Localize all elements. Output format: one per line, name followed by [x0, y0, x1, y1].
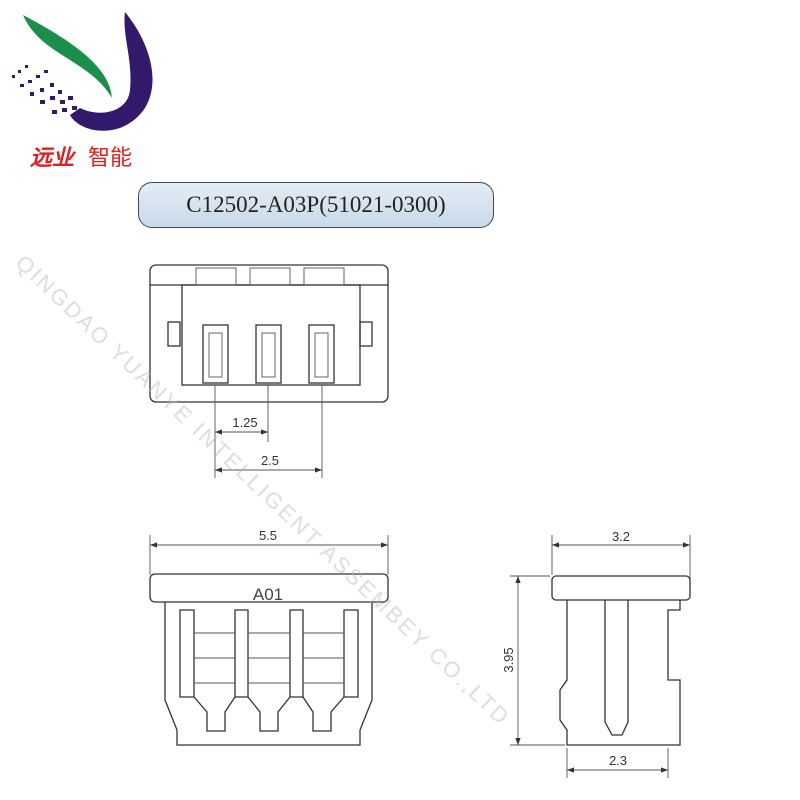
dim-pitch-label: 1.25: [232, 415, 257, 430]
top-view: 1.25 2.5: [149, 264, 389, 478]
dim-width-label: 5.5: [259, 528, 277, 543]
marking-label: A01: [253, 585, 283, 604]
brand-text: 智能: [88, 146, 133, 171]
part-number-title: C12502-A03P(51021-0300): [138, 182, 494, 228]
brand-red-text: 远业: [30, 145, 75, 171]
dim-height-label: 3.95: [501, 647, 516, 672]
front-view: 5.5 A01: [149, 528, 389, 746]
company-logo: [12, 12, 153, 131]
dim-depth-label: 3.2: [612, 529, 630, 544]
dim-span-label: 2.5: [261, 453, 279, 468]
brand-name: 远业智能: [30, 140, 132, 172]
dim-base-label: 2.3: [609, 753, 627, 768]
side-view: 3.2 3.95 2.3: [501, 529, 691, 778]
